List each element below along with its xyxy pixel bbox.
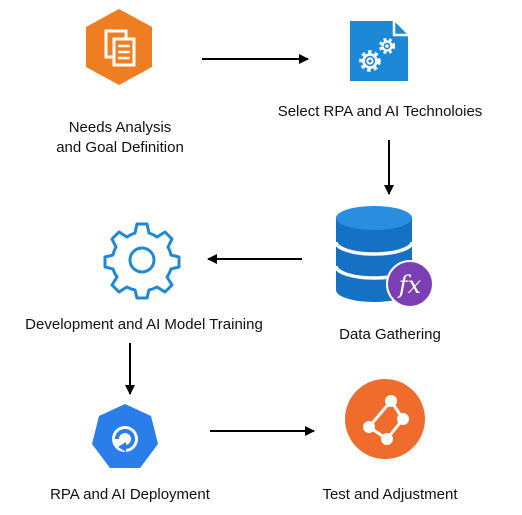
fx-badge-text: fx (397, 271, 422, 299)
documents-icon (84, 7, 154, 87)
needs-analysis-label: Needs Analysis and Goal Definition (40, 118, 200, 158)
flow-nodes-icon (343, 377, 427, 461)
deploy-refresh-icon (90, 402, 160, 472)
deployment-label: RPA and AI Deployment (50, 486, 210, 503)
gears-icon (344, 17, 412, 85)
database-function-icon: fx (330, 204, 438, 310)
needs-analysis-label-line1: Needs Analysis (68, 119, 172, 136)
gear-outline-icon (102, 220, 182, 300)
needs-analysis-label-line2: and Goal Definition (56, 139, 184, 156)
test-label: Test and Adjustment (322, 486, 458, 503)
select-tech-label: Select RPA and AI Technoloies (277, 103, 483, 120)
development-label: Development and AI Model Training (25, 316, 263, 333)
data-gathering-label: Data Gathering (339, 326, 441, 343)
